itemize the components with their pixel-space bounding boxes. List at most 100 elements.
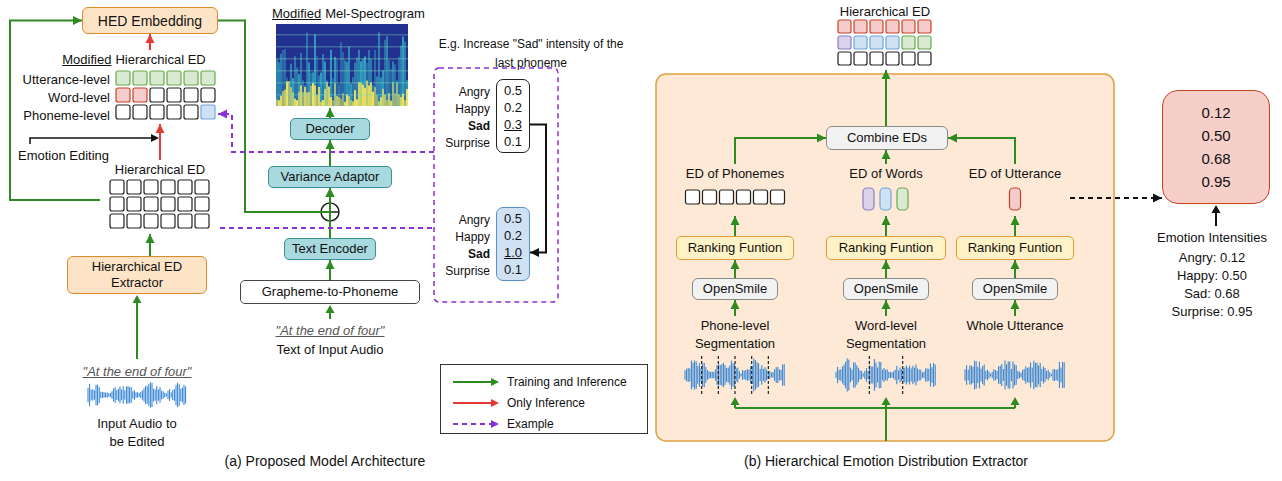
spectrogram-band xyxy=(356,99,358,106)
spectrogram-band xyxy=(328,86,330,106)
spectrogram-harmonic xyxy=(276,34,408,36)
spectrogram-band xyxy=(308,63,310,106)
spectrogram-band xyxy=(368,85,370,106)
ed-cell xyxy=(178,197,192,211)
node-text: 0.5 xyxy=(504,210,522,227)
ed-cell xyxy=(870,36,883,49)
node-text: Decoder xyxy=(305,121,354,137)
label-box: Text of Input Audio xyxy=(250,340,410,358)
node-text: 0.50 xyxy=(1201,124,1230,147)
label-box: Surprise xyxy=(436,133,490,152)
spectrogram-band xyxy=(384,94,386,106)
node-text: OpenSmile xyxy=(983,281,1047,297)
ed-cell xyxy=(184,71,198,85)
process-box: Variance Adaptor xyxy=(268,166,392,188)
arrowhead xyxy=(731,397,740,405)
spectrogram-band xyxy=(314,86,316,106)
ed-cell xyxy=(127,214,141,228)
connector-line xyxy=(1070,197,1162,199)
spectrogram-band xyxy=(330,97,332,106)
spectrogram-band xyxy=(348,96,350,106)
text-line: Whole Utterance xyxy=(953,316,1077,334)
legend-sample xyxy=(451,374,501,390)
spectrogram-band xyxy=(312,72,314,106)
label-box: Angry: 0.12 xyxy=(1146,248,1278,266)
arrowhead xyxy=(731,300,740,309)
ed-vector xyxy=(897,188,908,210)
ed-cell xyxy=(184,105,198,119)
spectrogram-band xyxy=(298,74,300,106)
ed-cell xyxy=(184,88,198,102)
ed-cell xyxy=(116,88,130,102)
connector xyxy=(882,300,891,316)
connector xyxy=(882,260,891,278)
ed-group: ED of Words xyxy=(836,164,936,216)
ed-cell xyxy=(902,36,915,49)
ed-cell xyxy=(854,36,867,49)
spectrogram-band xyxy=(398,94,400,106)
node-text: 0.1 xyxy=(504,261,522,278)
ed-cell xyxy=(201,71,215,85)
spectrogram-band xyxy=(310,86,312,106)
waveform xyxy=(88,382,186,407)
spectrogram-band xyxy=(322,54,324,106)
ed-cell xyxy=(703,190,717,204)
label-box: Sad xyxy=(436,244,490,263)
spectrogram-band xyxy=(304,87,306,106)
legend-text: Training and Inference xyxy=(507,374,627,390)
arrowhead xyxy=(731,216,740,225)
connector xyxy=(882,70,891,126)
split-arrows xyxy=(735,403,1015,441)
spectrogram-band xyxy=(376,76,378,106)
spectrogram-band xyxy=(354,90,356,106)
ed-cell xyxy=(161,197,175,211)
connector xyxy=(882,216,891,236)
ed-cell xyxy=(144,197,158,211)
arrowhead xyxy=(948,134,957,143)
connector xyxy=(948,134,1015,165)
arrowhead xyxy=(882,260,891,269)
figure-caption: (a) Proposed Model Architecture xyxy=(225,453,426,469)
ed-cell xyxy=(133,105,147,119)
arrowhead xyxy=(530,248,539,257)
node-text: OpenSmile xyxy=(703,281,767,297)
arrowhead xyxy=(1153,194,1162,203)
node-text: E.g. Increase "Sad" intensity of the las… xyxy=(439,37,624,70)
segment-mark xyxy=(718,356,719,394)
spectrogram-band xyxy=(316,95,318,106)
figure-caption: (b) Hierarchical Emotion Distribution Ex… xyxy=(744,453,1028,469)
node-text: Word-level Segmentation xyxy=(846,318,926,351)
ed-cell xyxy=(167,88,181,102)
connector xyxy=(1011,260,1020,278)
text-label: Text of Input Audio xyxy=(277,342,384,357)
spectrogram-band xyxy=(400,46,402,106)
text-label: "At the end of four" xyxy=(276,323,385,338)
spectrogram-band xyxy=(382,89,384,106)
ed-cell xyxy=(133,88,147,102)
arrowhead xyxy=(151,134,159,142)
legend-entry: Only Inference xyxy=(441,395,647,411)
combine-box: Combine EDs xyxy=(826,126,948,150)
ed-cell xyxy=(110,180,124,194)
ed-cell xyxy=(771,190,785,204)
arrowhead xyxy=(882,397,891,405)
label-box: Emotion Editing xyxy=(18,146,128,164)
node-text: Word-level xyxy=(48,90,110,105)
arrowhead xyxy=(133,295,142,303)
node-text: Ranking Funtion xyxy=(968,240,1063,256)
connector xyxy=(218,110,434,153)
spectrogram-band xyxy=(318,76,320,106)
spectrogram-band xyxy=(352,101,354,106)
segmentation: Whole Utterance xyxy=(953,316,1077,396)
node-text: 0.2 xyxy=(504,227,522,244)
spectrogram-band xyxy=(320,73,322,106)
segmentation: Phone-level Segmentation xyxy=(673,316,797,396)
connector-line xyxy=(735,138,826,164)
segment-mark xyxy=(869,356,870,394)
spectrogram-band xyxy=(406,80,408,106)
spectrogram-band xyxy=(324,62,326,106)
text-line: Hierarchical ED xyxy=(100,160,220,178)
legend-sample xyxy=(451,395,501,411)
arrowhead xyxy=(491,378,499,386)
text-line: Word-level Segmentation xyxy=(824,316,948,352)
